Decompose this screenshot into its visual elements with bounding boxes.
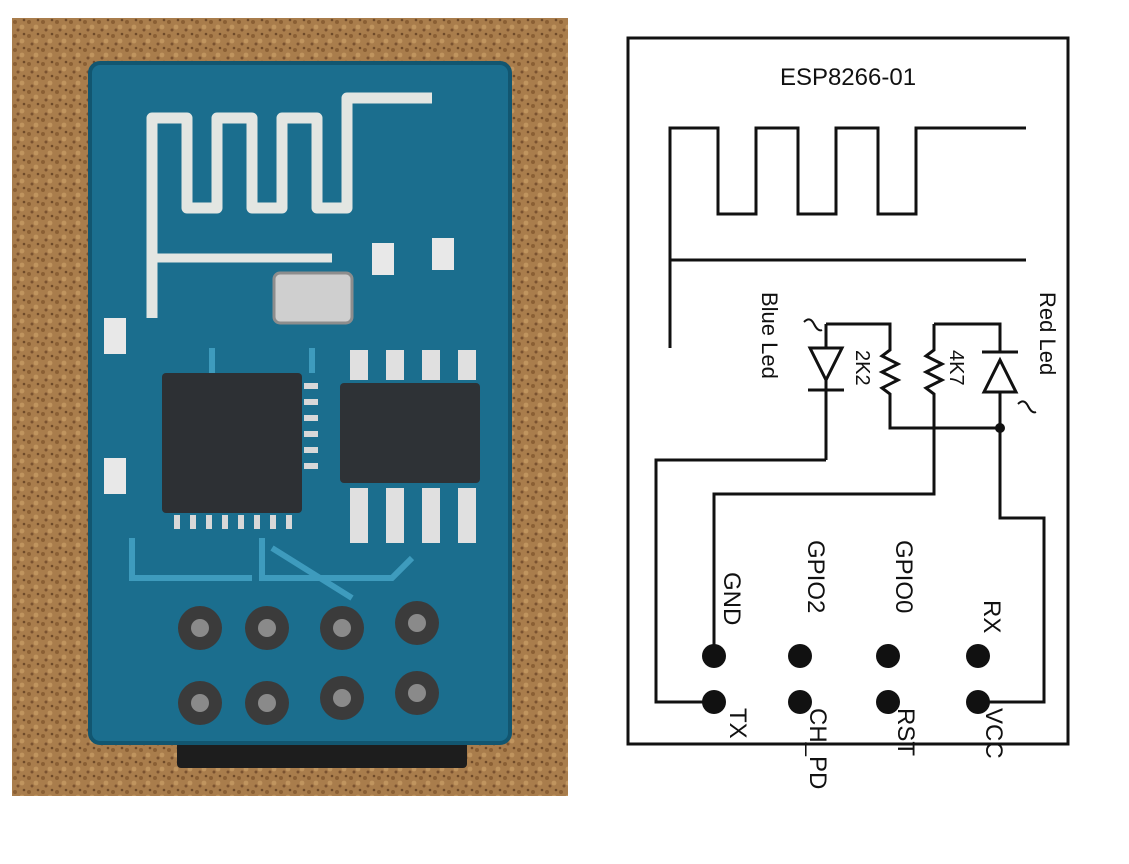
pin-label-tx: TX — [724, 708, 751, 739]
resistor-4k7-symbol — [712, 324, 946, 656]
esp-chip-pins — [174, 383, 318, 529]
pin-label-gpio0: GPIO0 — [890, 540, 917, 613]
schematic-diagram: ESP8266-01 GND GPIO2 GPIO0 RX TX CH_PD R… — [626, 36, 1070, 789]
pin-dot-gpio0 — [876, 644, 900, 668]
resistor-2k2-label: 2K2 — [851, 350, 873, 386]
crystal — [272, 271, 354, 325]
pin-header — [702, 644, 990, 714]
red-led-label: Red Led — [1035, 292, 1060, 375]
smd-component — [372, 243, 394, 275]
pin-label-rst: RST — [892, 708, 919, 756]
antenna-symbol — [668, 126, 1026, 348]
wire-vcc — [982, 428, 1046, 704]
red-led-symbol — [934, 322, 1037, 428]
pin-dot-gpio2 — [788, 644, 812, 668]
pin-dot-rx — [966, 644, 990, 668]
pin-label-gnd: GND — [718, 572, 745, 625]
blue-led-symbol — [803, 318, 845, 460]
pin-label-vcc: VCC — [980, 708, 1007, 759]
flash-chip-pads — [350, 350, 476, 543]
board-outline — [626, 36, 1070, 746]
pin-dot-vcc — [966, 690, 990, 714]
schematic-title: ESP8266-01 — [780, 64, 916, 91]
pin-dot-gnd — [702, 644, 726, 668]
esp-chip — [162, 373, 302, 513]
header-pins — [178, 601, 439, 725]
wire-blue-led-to-tx — [654, 458, 826, 704]
pin-dot-rst — [876, 690, 900, 714]
pin-label-ch-pd: CH_PD — [804, 708, 831, 789]
pcb-traces — [129, 348, 415, 601]
smd-component — [104, 458, 126, 494]
smd-component — [432, 238, 454, 270]
module-photo — [12, 18, 568, 796]
resistor-2k2-symbol — [826, 322, 1000, 430]
pcb-antenna-trace — [146, 92, 432, 318]
pin-label-rx: RX — [978, 600, 1005, 633]
flash-chip — [340, 383, 480, 483]
pin-dot-tx — [702, 690, 726, 714]
pin-label-gpio2: GPIO2 — [802, 540, 829, 613]
smd-component — [104, 318, 126, 354]
resistor-4k7-label: 4K7 — [945, 350, 967, 386]
blue-led-label: Blue Led — [757, 292, 782, 379]
pin-dot-ch-pd — [788, 690, 812, 714]
